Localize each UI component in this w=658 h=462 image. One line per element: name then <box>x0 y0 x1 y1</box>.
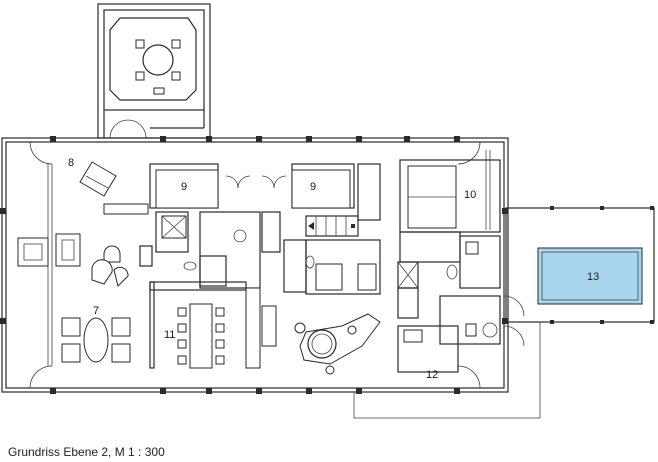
core <box>139 211 381 295</box>
service-block <box>397 231 525 373</box>
top-terrace <box>97 3 211 139</box>
room-label-9b: 9 <box>310 181 316 193</box>
pool-terrace <box>353 206 655 419</box>
room-labels: 8 9 9 10 7 11 12 13 <box>68 157 599 381</box>
floor-plan: 8 9 9 10 7 11 12 13 <box>0 3 655 419</box>
building-outline <box>0 136 509 394</box>
room-label-9a: 9 <box>181 181 187 193</box>
lounge-furniture <box>294 313 381 375</box>
plan-caption: Grundriss Ebene 2, M 1 : 300 <box>8 445 165 459</box>
dining-furniture <box>149 281 277 369</box>
room-label-8: 8 <box>68 157 74 169</box>
room-label-7: 7 <box>93 305 99 317</box>
room-label-10: 10 <box>464 189 476 201</box>
bedrooms <box>149 159 501 233</box>
room-label-11: 11 <box>164 329 175 341</box>
room-label-13: 13 <box>587 271 599 283</box>
living-furniture <box>17 161 149 363</box>
pool <box>537 247 643 305</box>
room-label-12: 12 <box>426 369 438 381</box>
